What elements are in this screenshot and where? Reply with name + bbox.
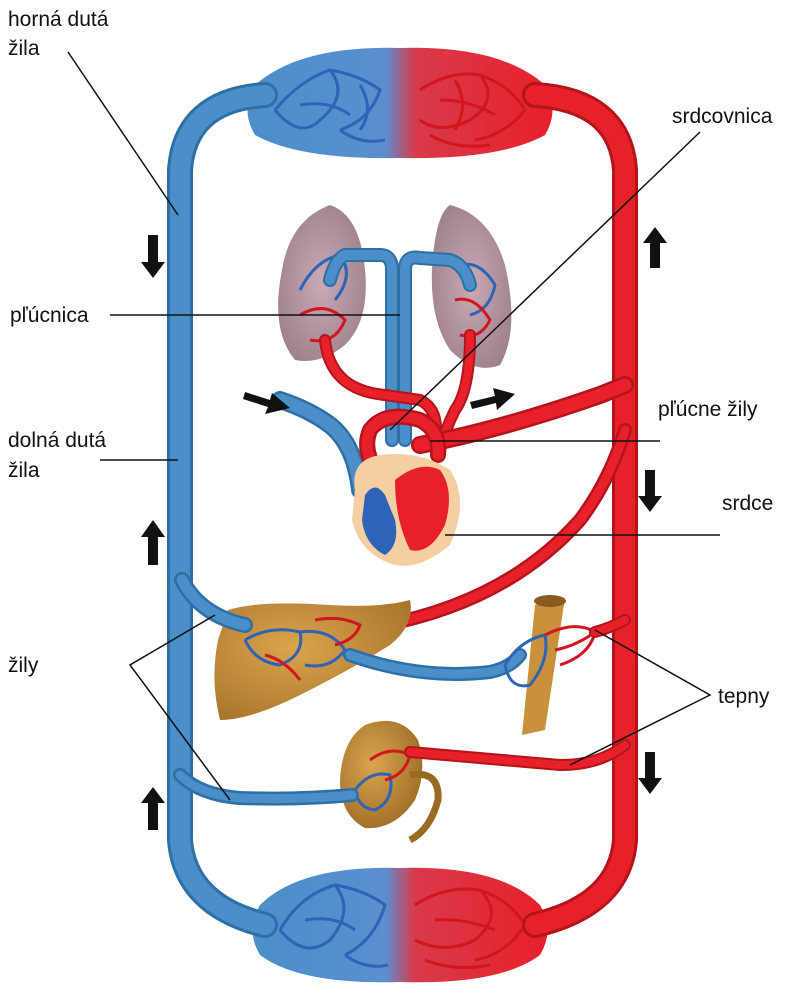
aortic-arch bbox=[359, 408, 447, 488]
renal-vein bbox=[173, 768, 359, 806]
label-horna-duta-zila-line2: žila bbox=[8, 37, 40, 60]
liver bbox=[214, 600, 411, 720]
heart-right-side bbox=[362, 487, 397, 555]
label-plucne-zily: pľúcne žily bbox=[658, 398, 758, 421]
arrow-icon bbox=[638, 470, 662, 512]
label-srdce: srdce bbox=[722, 492, 773, 515]
upper-body-vein-to-heart bbox=[271, 391, 369, 499]
arrow-icon bbox=[141, 520, 165, 565]
label-srdcovnica: srdcovnica bbox=[672, 105, 773, 128]
heart-left-side bbox=[395, 466, 449, 551]
labels: horná dutá žila srdcovnica pľúcnica pľúc… bbox=[8, 8, 773, 708]
descending-aorta-branch bbox=[348, 423, 632, 637]
arrow-icon bbox=[141, 787, 165, 830]
label-horna-duta-zila-line1: horná dutá bbox=[8, 8, 109, 31]
label-tepny: tepny bbox=[718, 685, 770, 708]
arrow-icon bbox=[470, 388, 515, 410]
leader-lines bbox=[67, 51, 720, 801]
label-zily: žily bbox=[8, 654, 39, 677]
vena-cava bbox=[167, 82, 278, 938]
kidney bbox=[340, 720, 442, 844]
arrow-icon bbox=[643, 227, 667, 268]
aorta bbox=[522, 82, 638, 938]
portal-vein bbox=[343, 648, 527, 681]
label-plucnica: pľúcnica bbox=[10, 304, 89, 327]
hepatic-vein bbox=[174, 572, 253, 633]
arrow-icon bbox=[243, 392, 290, 414]
heart bbox=[352, 454, 460, 566]
arrow-icon bbox=[141, 235, 165, 278]
label-dolna-duta-zila-line2: žila bbox=[8, 459, 40, 482]
arrow-icon bbox=[638, 752, 662, 794]
upper-capillary-bed bbox=[247, 47, 553, 159]
renal-artery bbox=[404, 739, 631, 771]
intestine bbox=[503, 595, 601, 735]
lower-capillary-bed bbox=[252, 867, 548, 983]
label-dolna-duta-zila-line1: dolná dutá bbox=[8, 429, 106, 452]
pulmonary-artery bbox=[323, 248, 477, 447]
